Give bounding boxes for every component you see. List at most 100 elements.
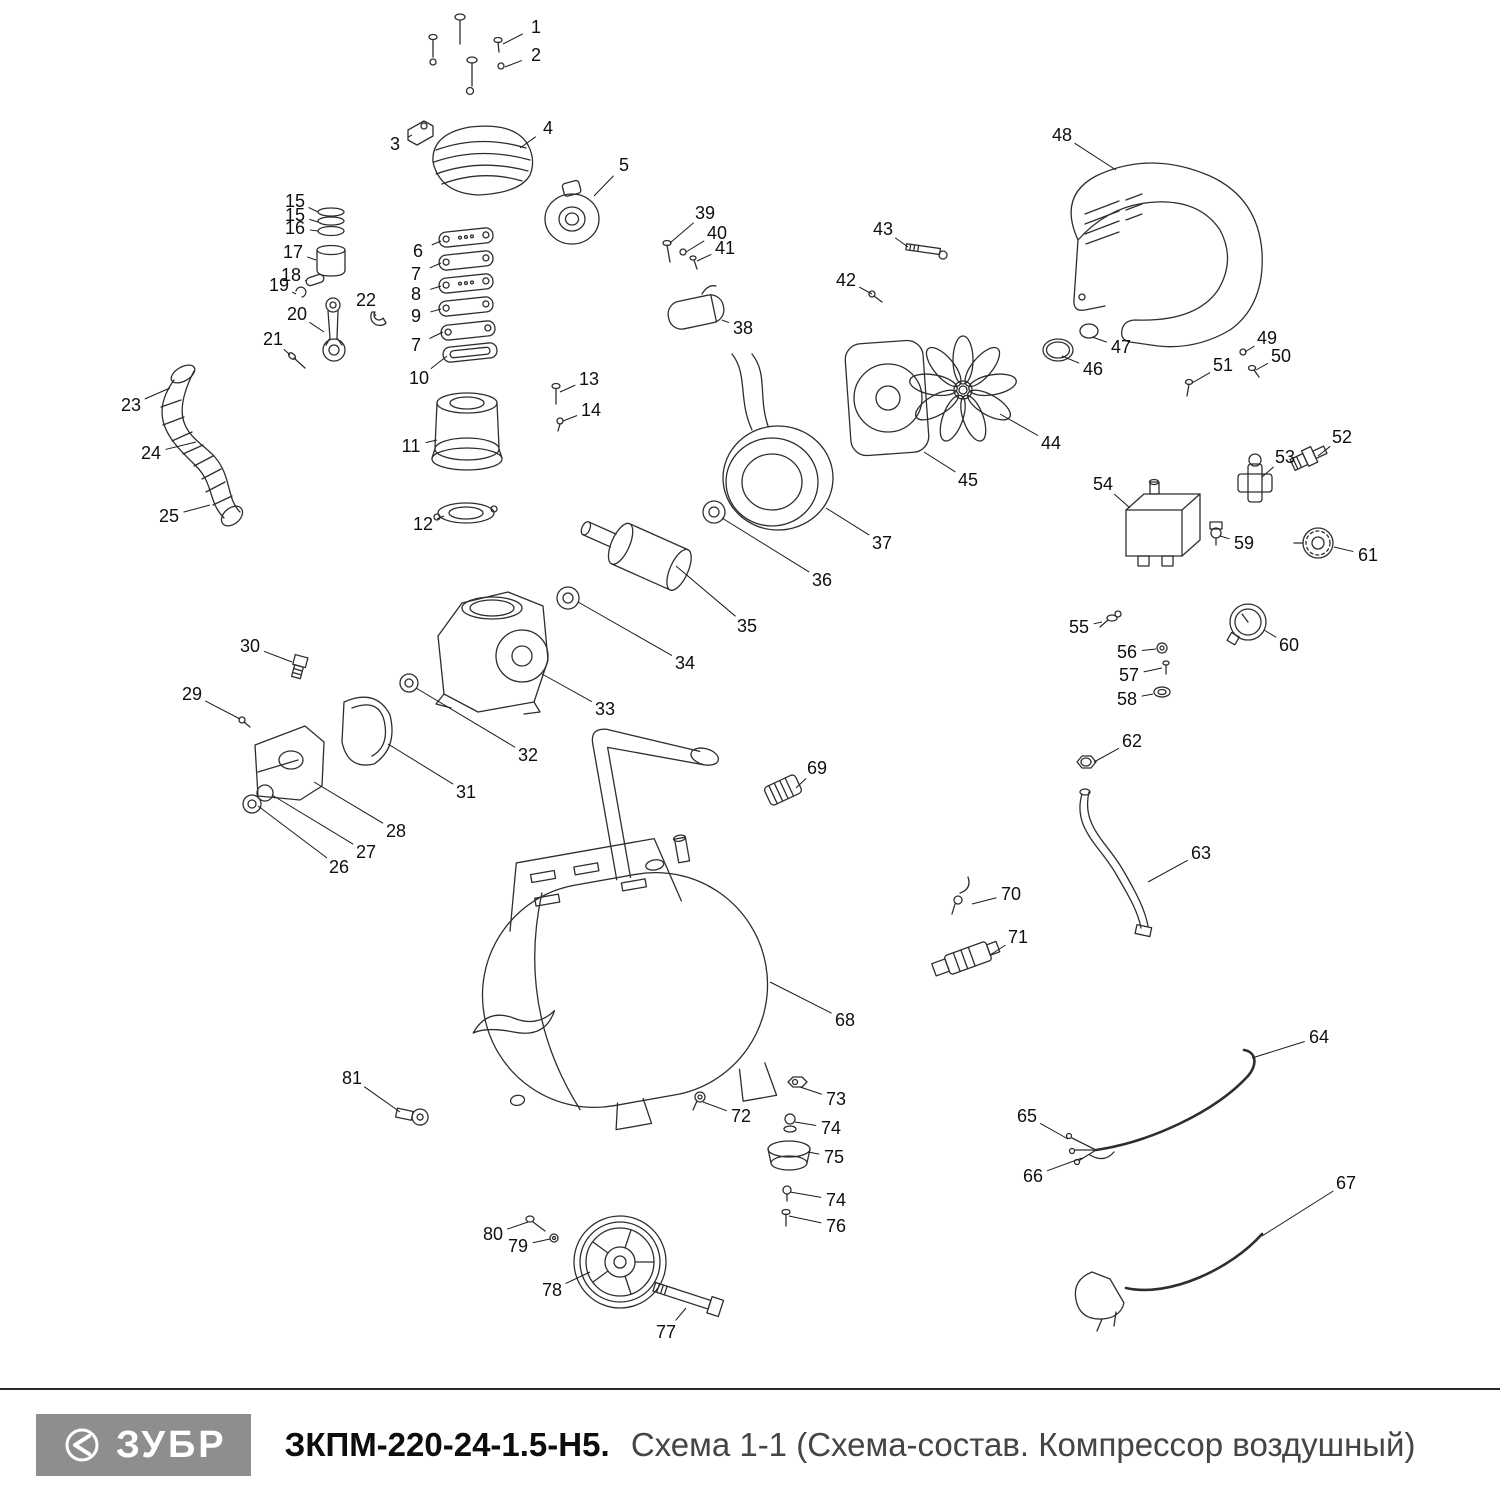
part-70-elbow [951,876,970,915]
part-number-label: 58 [1117,689,1137,709]
part-18-piston-pin [305,273,325,287]
leader-line [999,413,1039,437]
leader-line [825,507,870,536]
part-number-label: 80 [483,1224,503,1244]
leader-line [858,286,873,295]
part-number-label: 7 [411,264,421,284]
leader-line [373,312,377,317]
part-number-label: 47 [1111,337,1131,357]
part-number-label: 43 [873,219,893,239]
part-72-fitting [692,1091,706,1111]
leader-line [577,601,673,657]
part-number-label: 77 [656,1322,676,1342]
part-number-label: 70 [1001,884,1021,904]
leader-line [675,1307,687,1321]
leader-line [1244,345,1255,353]
leader-line [263,650,293,663]
part-number-label: 42 [836,270,856,290]
leader-line [165,441,197,450]
part-number-label: 36 [812,570,832,590]
leader-line [425,439,438,444]
part-number-label: 22 [356,290,376,310]
leader-line [387,743,454,785]
part-69-plug [764,774,802,806]
part-32-seal [399,673,419,693]
leader-line [502,33,523,45]
leader-line [1261,1190,1334,1237]
part-number-label: 10 [409,368,429,388]
part-number-label: 34 [675,653,695,673]
part-number-label: 12 [413,514,433,534]
part-number-label: 40 [707,223,727,243]
leader-line [1141,693,1154,697]
leader-line [799,1086,822,1095]
part-11-cylinder [431,392,503,471]
part-12-gasket [433,502,498,524]
part-19-circlip [295,286,307,298]
part-68-tank [472,728,778,1131]
part-number-label: 9 [411,306,421,326]
leader-line [1263,629,1277,638]
leader-line [1093,621,1103,625]
leader-line [205,700,241,720]
part-number-label: 15 [285,205,305,225]
leader-line [794,1121,817,1127]
leader-line [923,451,956,473]
part-number-label: 73 [826,1089,846,1109]
part-61-knob [1293,527,1334,559]
part-74a-washer [783,1113,797,1133]
part-60-pressure-gauge [1226,603,1267,646]
part-54-pressure-switch [1125,478,1201,567]
part-67-power-cord [1074,1232,1264,1332]
leader-line [309,321,325,333]
leader-line [807,1151,820,1155]
leader-line [1317,445,1331,457]
part-number-label: 53 [1275,447,1295,467]
leader-line [519,136,537,149]
leader-line [989,944,1006,956]
part-number-label: 25 [159,506,179,526]
part-number-label: 2 [531,45,541,65]
leader-line [565,1271,591,1285]
part-number-label: 81 [342,1068,362,1088]
leader-line [795,777,807,789]
leader-line [308,207,319,213]
part-number-label: 20 [287,304,307,324]
part-4-cylinder-head [432,125,534,196]
schema-caption: Схема 1-1 (Схема-состав. Компрессор возд… [630,1426,1416,1463]
brand-name: ЗУБР [116,1424,227,1466]
part-number-label: 75 [824,1147,844,1167]
part-53-cross-fitting [1237,453,1273,503]
leader-line [283,348,291,356]
part-number-label: 14 [581,400,601,420]
part-44-fan [909,335,1017,442]
part-number-label: 27 [356,842,376,862]
part-number-label: 31 [456,782,476,802]
leader-line [1074,142,1117,171]
part-49-51-screws [1184,348,1260,397]
leader-line [507,1221,529,1230]
part-number-label: 76 [826,1216,846,1236]
part-79-80-screws [525,1215,559,1243]
part-17-piston [316,244,346,277]
part-number-label: 54 [1093,474,1113,494]
part-number-label: 74 [826,1190,846,1210]
part-number-label: 3 [390,134,400,154]
part-52-quick-coupler [1289,445,1328,472]
part-number-label: 6 [413,241,423,261]
part-number-label: 17 [283,242,303,262]
leader-line [769,981,832,1014]
part-20-connecting-rod [322,297,346,362]
part-number-label: 37 [872,533,892,553]
part-33-crankcase [435,591,549,715]
part-number-label: 74 [821,1118,841,1138]
leader-line [292,291,297,295]
part-number-label: 5 [619,155,629,175]
part-26-29-sight-glass [238,716,325,814]
part-number-label: 8 [411,284,421,304]
part-81-drain-cock [394,1107,429,1126]
part-number-label: 19 [269,275,289,295]
leader-line [307,256,317,261]
part-74b-washer [782,1185,792,1202]
part-number-label: 79 [508,1236,528,1256]
